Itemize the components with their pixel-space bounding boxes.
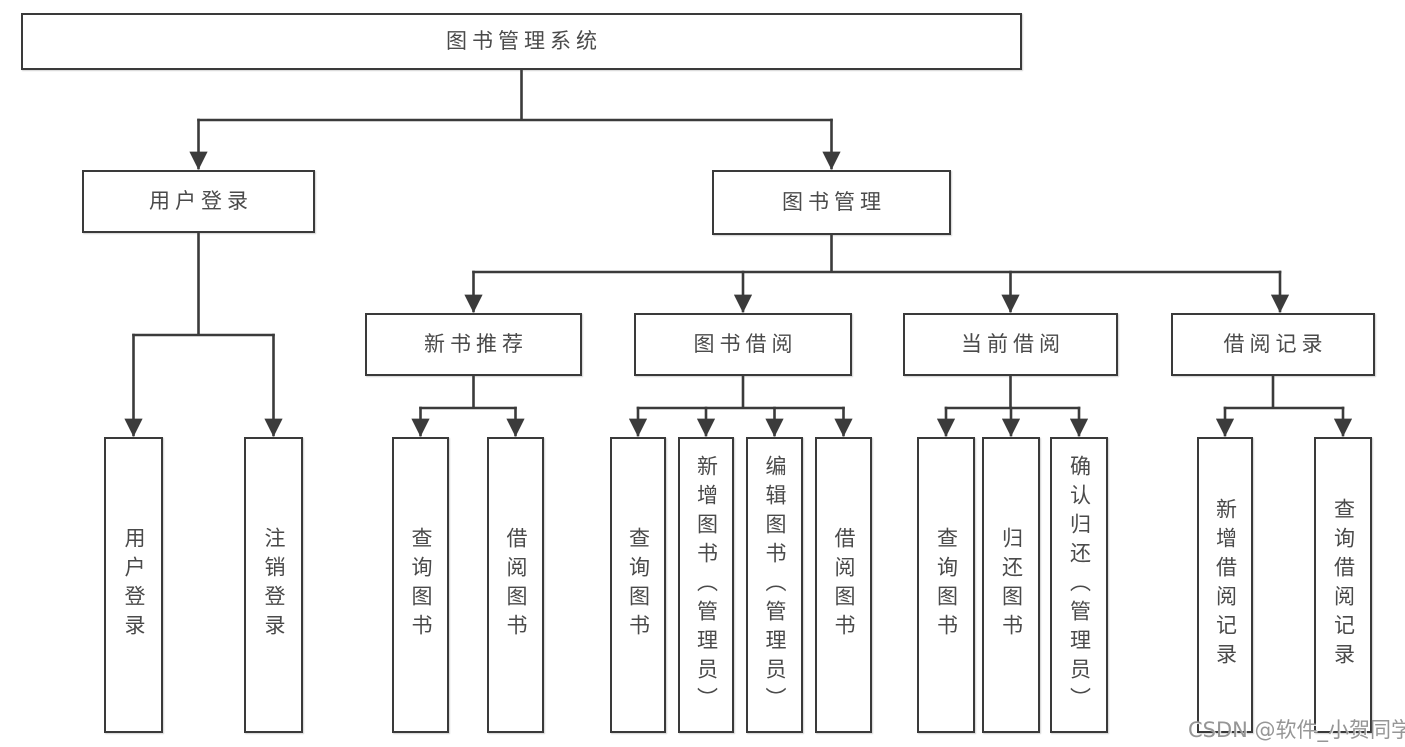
leaf-query-books-current: 查询图书	[917, 437, 975, 733]
leaf-confirm-return-admin: 确认归还（管理员）	[1050, 437, 1108, 733]
node-label: 查询借阅记录	[1331, 498, 1356, 672]
leaf-user-login: 用户登录	[104, 437, 163, 733]
leaf-query-books-recommend: 查询图书	[392, 437, 449, 733]
node-book-management: 图书管理	[712, 170, 951, 235]
node-label: 图书管理	[782, 190, 886, 214]
node-label: 用户登录	[149, 189, 253, 213]
node-label: 确认归还（管理员）	[1067, 454, 1092, 716]
leaf-query-borrow-record: 查询借阅记录	[1314, 437, 1372, 733]
node-label: 当前借阅	[961, 332, 1065, 356]
node-label: 查询图书	[934, 527, 959, 643]
leaf-return-books: 归还图书	[982, 437, 1040, 733]
node-label: 编辑图书（管理员）	[763, 454, 787, 716]
node-borrowing-records: 借阅记录	[1171, 313, 1375, 376]
node-label: 图书借阅	[693, 332, 798, 356]
leaf-query-books-borrowing: 查询图书	[610, 437, 666, 733]
node-label: 新书推荐	[424, 332, 528, 356]
node-label: 借阅记录	[1223, 332, 1328, 356]
node-label: 新增图书（管理员）	[694, 454, 719, 716]
node-new-book-recommend: 新书推荐	[365, 313, 582, 376]
node-label: 查询图书	[626, 527, 651, 643]
node-book-borrowing: 图书借阅	[634, 313, 852, 376]
node-label: 新增借阅记录	[1213, 498, 1238, 672]
node-label: 查询图书	[409, 527, 433, 643]
node-user-login: 用户登录	[82, 170, 315, 233]
node-label: 用户登录	[122, 527, 146, 643]
node-current-borrowing: 当前借阅	[903, 313, 1118, 376]
node-label: 借阅图书	[832, 527, 856, 643]
node-label: 注销登录	[262, 527, 286, 643]
leaf-logout: 注销登录	[244, 437, 303, 733]
leaf-add-borrow-record: 新增借阅记录	[1197, 437, 1253, 733]
leaf-borrow-books-borrowing: 借阅图书	[815, 437, 872, 733]
leaf-add-books-admin: 新增图书（管理员）	[678, 437, 734, 733]
node-library-management-system: 图书管理系统	[21, 13, 1022, 70]
node-label: 借阅图书	[504, 527, 528, 643]
csdn-watermark: CSDN @软件_小贺同学	[1188, 718, 1405, 742]
leaf-edit-books-admin: 编辑图书（管理员）	[746, 437, 803, 733]
leaf-borrow-books-recommend: 借阅图书	[487, 437, 544, 733]
node-label: 归还图书	[999, 527, 1024, 643]
node-label: 图书管理系统	[446, 29, 602, 53]
